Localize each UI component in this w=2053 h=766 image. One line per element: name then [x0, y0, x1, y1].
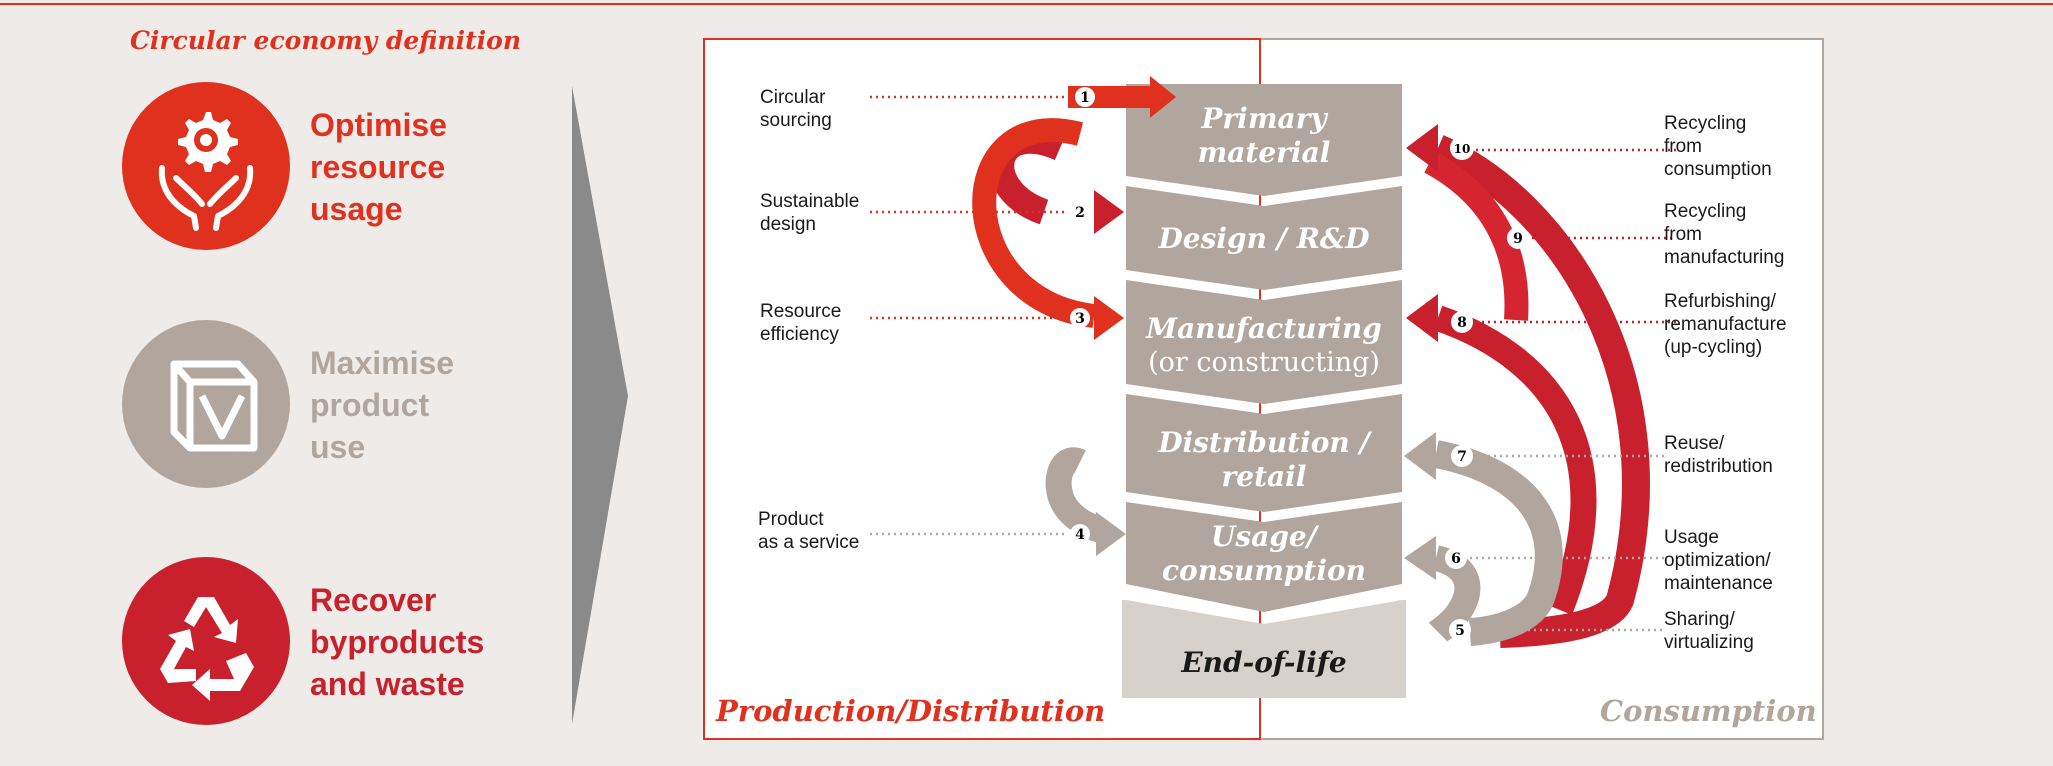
svg-text:1: 1	[1080, 90, 1090, 106]
svg-text:8: 8	[1457, 315, 1467, 331]
marker-9: 9	[1507, 227, 1529, 249]
stage-label-primary-material: Primary material	[1197, 102, 1331, 169]
marker-4: 4	[1070, 524, 1090, 544]
svg-text:10: 10	[1454, 142, 1471, 156]
label-reuse: Reuse/ redistribution	[1664, 433, 1773, 477]
stage-usage	[1126, 502, 1402, 612]
svg-text:7: 7	[1457, 449, 1467, 465]
pillar-recover-byproducts: Recover byproducts and waste	[122, 557, 522, 727]
loop-arrows-left	[972, 118, 1096, 328]
stage-label-distribution: Distribution / retail	[1158, 426, 1370, 493]
stage-column	[1122, 84, 1406, 698]
stage-primary-material	[1126, 84, 1402, 196]
svg-text:9: 9	[1513, 231, 1523, 247]
marker-8: 8	[1451, 311, 1473, 333]
label-product-as-service: Product as a service	[758, 509, 860, 553]
pillar-maximise-product-use: Maximise product use	[122, 320, 522, 490]
stage-label-usage: Usage/ consumption	[1161, 520, 1366, 587]
panel-title-production: Production/Distribution	[716, 694, 1106, 728]
svg-text:4: 4	[1075, 527, 1085, 543]
box-icon	[122, 320, 290, 488]
label-refurbishing: Refurbishing/ remanufacture (up-cycling)	[1664, 291, 1787, 358]
label-recycling-manufacturing: Recycling from manufacturing	[1664, 201, 1785, 268]
hands-gear-icon	[122, 82, 290, 250]
marker-7: 7	[1451, 445, 1473, 467]
stage-label-manufacturing: Manufacturing (or constructing)	[1146, 312, 1382, 378]
label-recycling-consumption: Recycling from consumption	[1664, 113, 1772, 180]
definition-title: Circular economy definition	[130, 26, 522, 55]
svg-text:5: 5	[1455, 623, 1465, 639]
pillar-label: Recover byproducts and waste	[310, 582, 485, 702]
label-sharing: Sharing/ virtualizing	[1664, 609, 1754, 653]
marker-1: 1	[1075, 87, 1095, 107]
top-rule	[0, 3, 2053, 5]
panel-title-consumption: Consumption	[1600, 694, 1817, 728]
marker-2: 2	[1070, 202, 1090, 222]
stage-distribution	[1126, 394, 1402, 512]
recycle-icon	[122, 557, 290, 725]
label-sustainable-design: Sustainable design	[760, 191, 860, 235]
label-usage-optimization: Usage optimization/ maintenance	[1664, 527, 1773, 594]
stage-label-design: Design / R&D	[1158, 222, 1370, 255]
svg-text:3: 3	[1075, 311, 1085, 327]
stage-end-of-life	[1122, 600, 1406, 698]
stage-design	[1126, 186, 1402, 290]
marker-10: 10	[1450, 136, 1474, 160]
marker-3: 3	[1070, 308, 1090, 328]
marker-5: 5	[1449, 619, 1471, 641]
stage-label-end-of-life: End-of-life	[1181, 646, 1347, 679]
label-circular-sourcing: Circular sourcing	[760, 87, 832, 131]
svg-text:2: 2	[1075, 205, 1085, 221]
pillar-optimise-resource-usage: Optimise resource usage	[122, 82, 522, 252]
pillar-label: Optimise resource usage	[310, 107, 447, 227]
label-resource-efficiency: Resource efficiency	[760, 301, 842, 345]
pillar-label: Maximise product use	[310, 345, 455, 465]
stage-manufacturing	[1126, 280, 1402, 404]
marker-6: 6	[1445, 547, 1467, 569]
svg-text:6: 6	[1451, 551, 1461, 567]
